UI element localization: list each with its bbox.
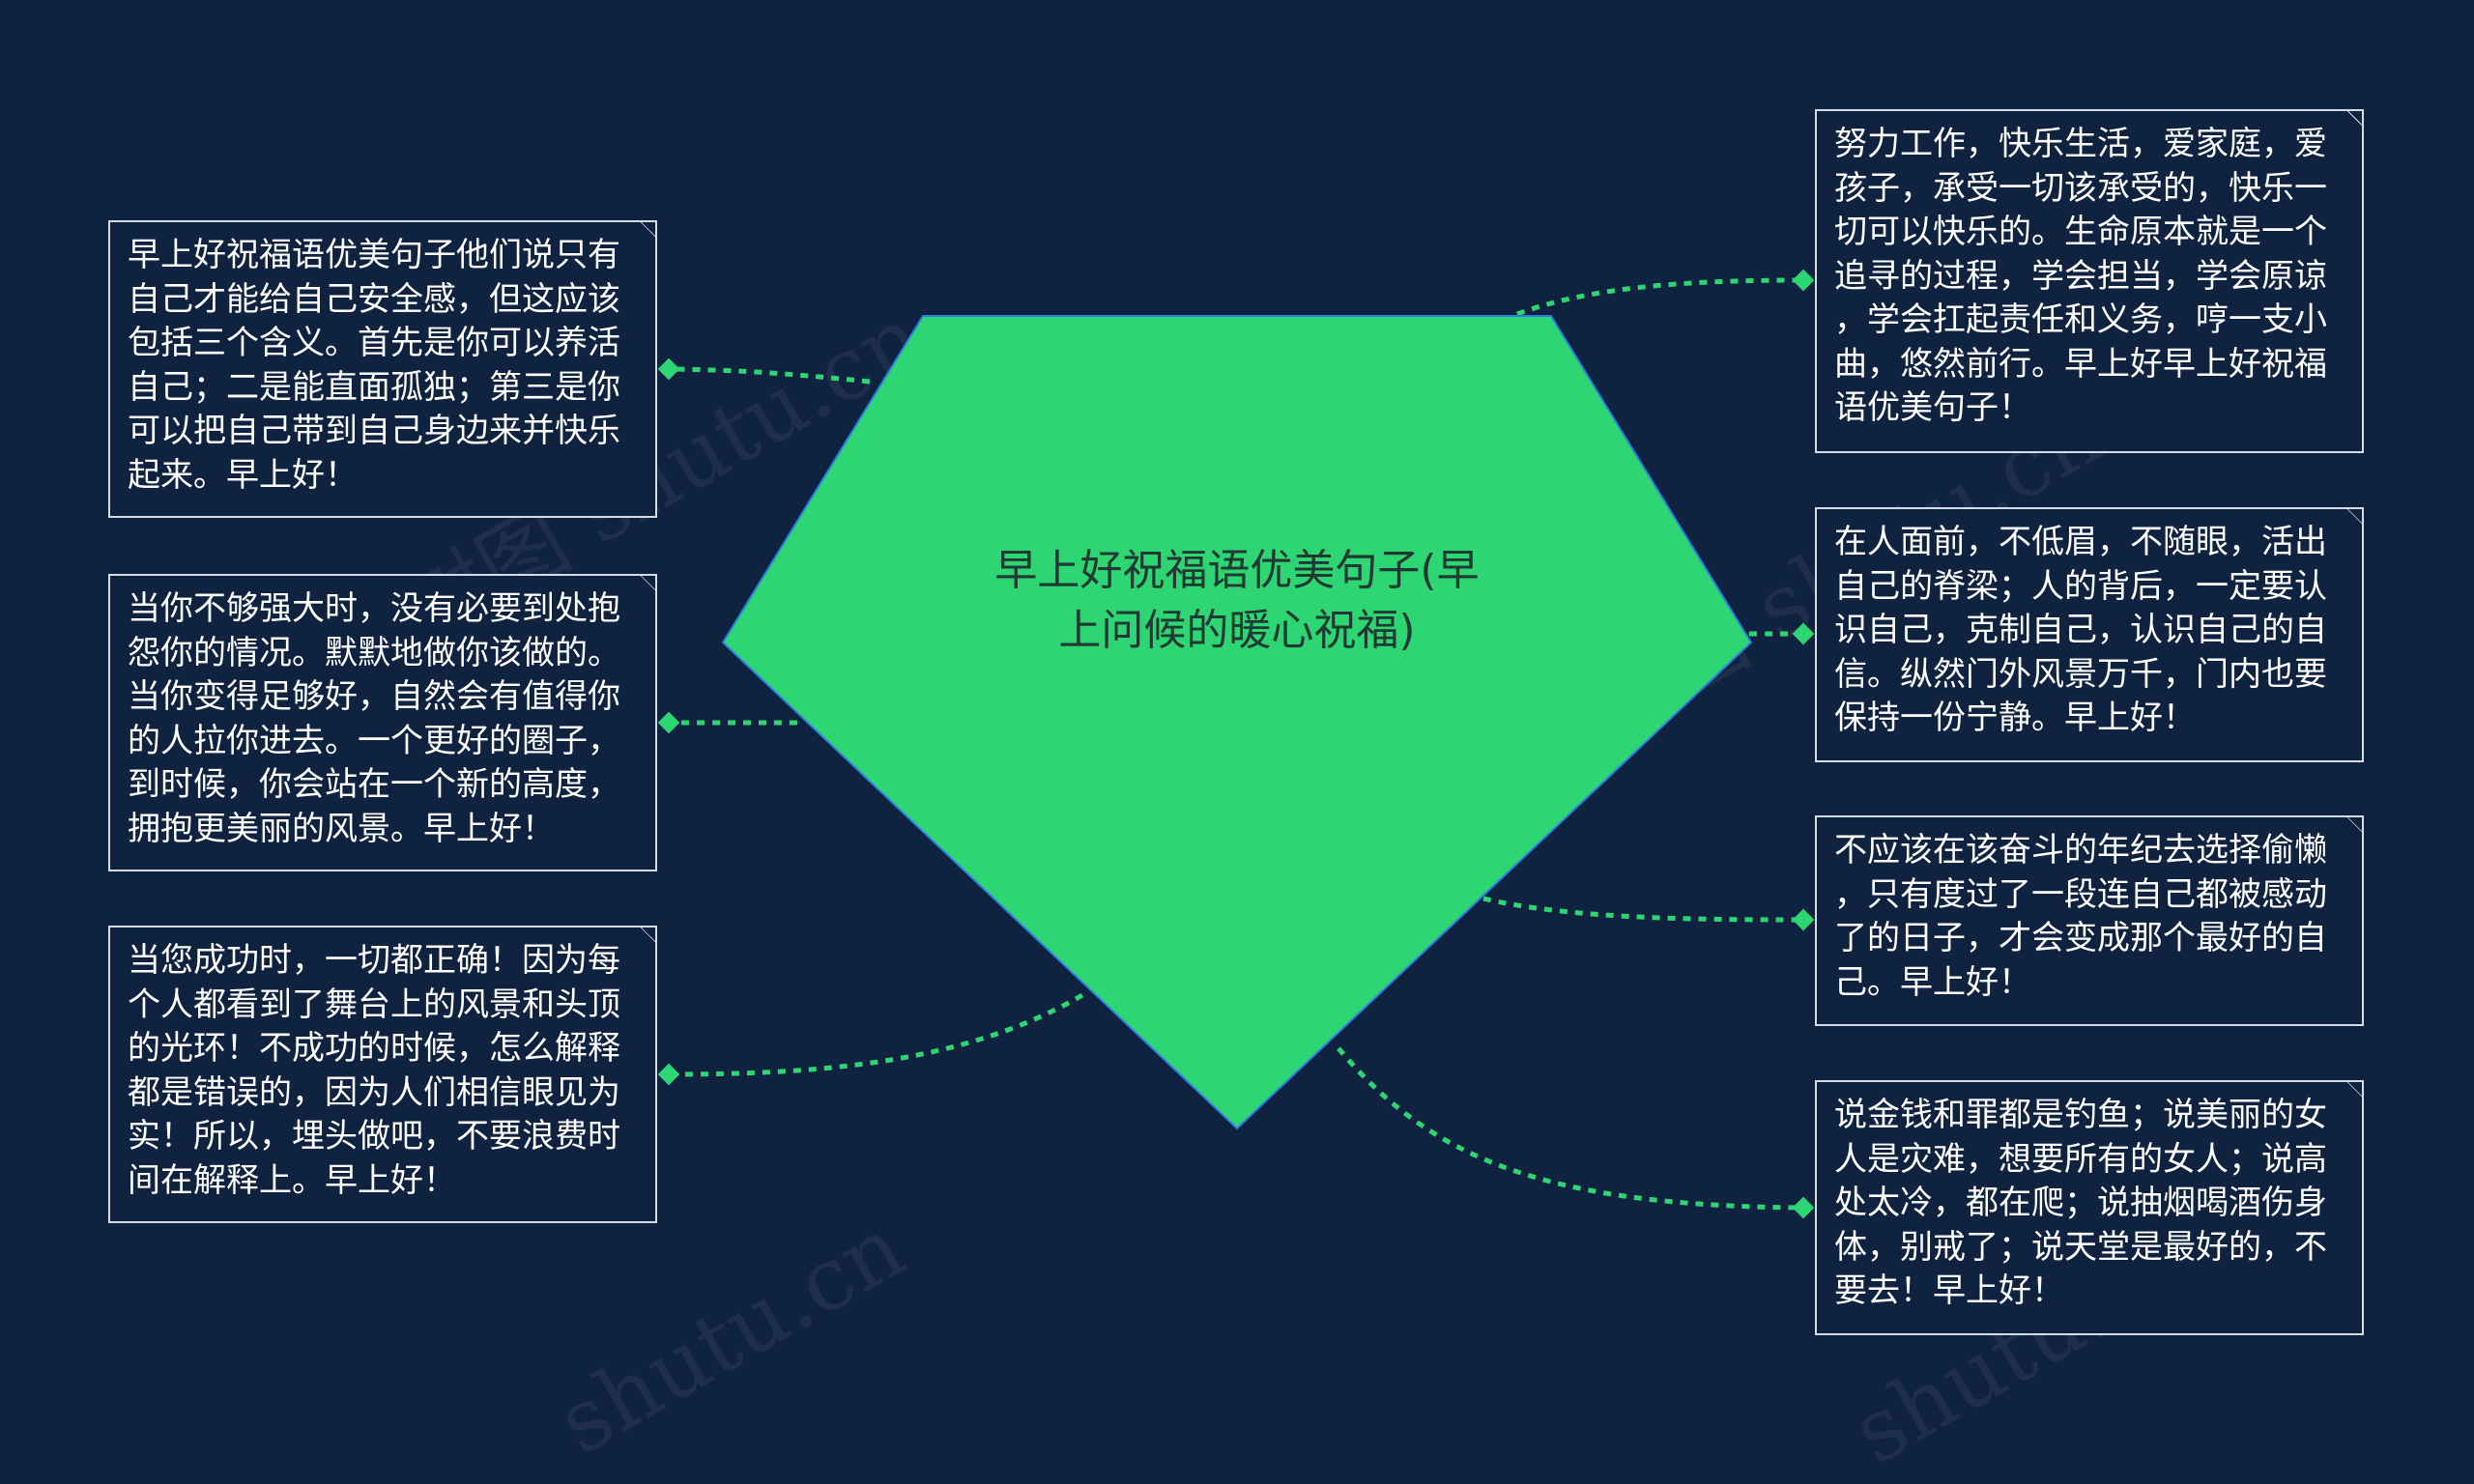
- connector-diamond: [657, 1063, 680, 1086]
- left-node-3[interactable]: 当您成功时，一切都正确！因为每 个人都看到了舞台上的风景和头顶 的光环！不成功的…: [108, 926, 657, 1223]
- mindmap-canvas: 树图 shutu.cn 树图 shutu.cn shutu.cn shutu.c…: [108, 109, 2364, 1484]
- connector-diamond: [1792, 622, 1815, 645]
- right-node-3[interactable]: 不应该在该奋斗的年纪去选择偷懒 ，只有度过了一段连自己都被感动 了的日子，才会变…: [1815, 815, 2364, 1026]
- connector-line: [1337, 1046, 1804, 1211]
- connector-diamond: [1792, 269, 1815, 292]
- connector-line: [668, 992, 1084, 1077]
- connector-line: [668, 366, 871, 385]
- right-node-1[interactable]: 努力工作，快乐生活，爱家庭，爱 孩子，承受一切该承受的，快乐一 切可以快乐的。生…: [1815, 109, 2364, 453]
- left-node-1[interactable]: 早上好祝福语优美句子他们说只有 自己才能给自己安全感，但这应该 包括三个含义。首…: [108, 220, 657, 518]
- center-pentagon[interactable]: [721, 315, 1753, 1130]
- connector-diamond: [1792, 908, 1815, 931]
- connector-layer: [657, 269, 1815, 1219]
- connector-diamond: [657, 711, 680, 734]
- center-topic-title[interactable]: 早上好祝福语优美句子(早 上问候的暖心祝福): [994, 546, 1480, 655]
- connector-diamond: [1792, 1196, 1815, 1219]
- right-node-2[interactable]: 在人面前，不低眉，不随眼，活出 自己的脊梁；人的背后，一定要认 识自己，克制自己…: [1815, 507, 2364, 762]
- connector-diamond: [657, 357, 680, 381]
- right-node-4[interactable]: 说金钱和罪都是钓鱼；说美丽的女 人是灾难，想要所有的女人；说高 处太冷，都在爬；…: [1815, 1080, 2364, 1335]
- connector-line: [1516, 277, 1804, 317]
- connector-line: [1482, 896, 1804, 923]
- left-node-2[interactable]: 当你不够强大时，没有必要到处抱 怨你的情况。默默地做你该做的。 当你变得足够好，…: [108, 574, 657, 871]
